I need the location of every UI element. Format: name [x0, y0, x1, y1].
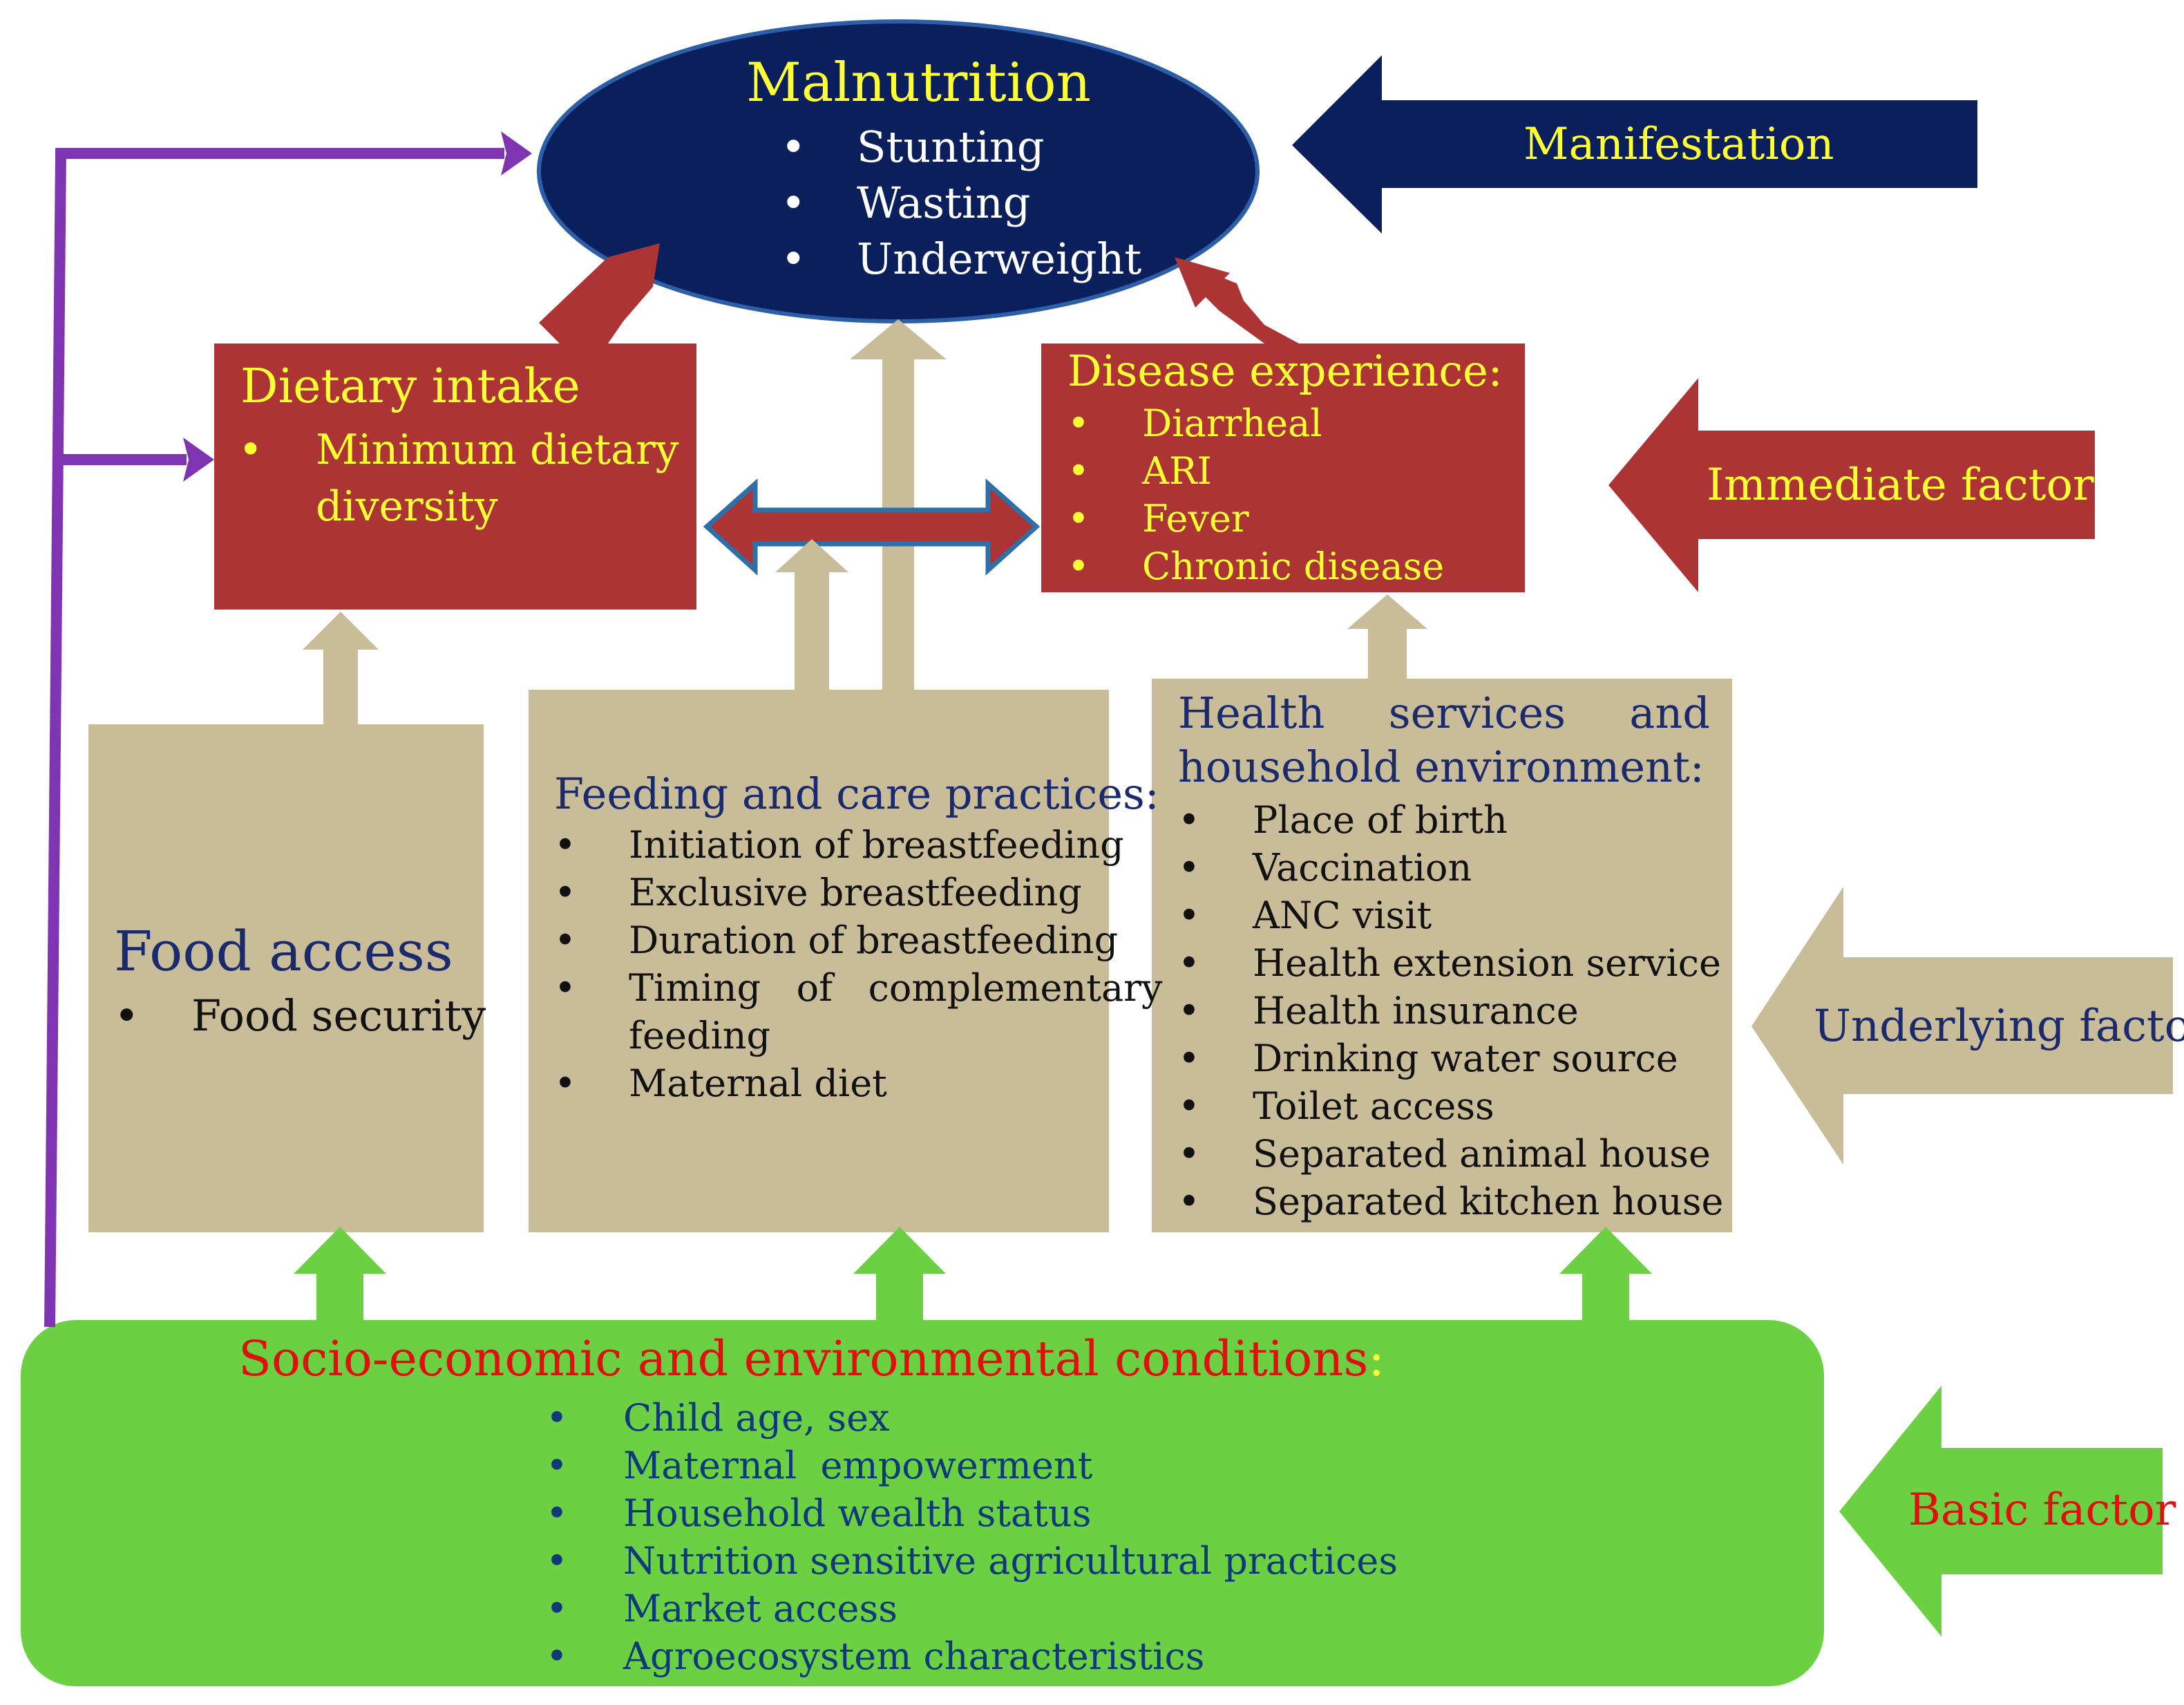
list-item: •Separated kitchen house: [1178, 1180, 1724, 1223]
basic-title-colon: :: [1368, 1330, 1385, 1387]
dietary-intake-list: •Minimum dietary diversity: [238, 422, 679, 535]
dietary-intake-title: Dietary intake: [240, 359, 580, 414]
health-title-word: services: [1388, 688, 1566, 738]
list-item: •Minimum dietary: [238, 426, 679, 474]
purple-connector-main: [44, 148, 504, 1328]
list-item: •Chronic disease: [1067, 545, 1445, 588]
list-item: •Wasting: [781, 178, 1031, 228]
food-access-box: [88, 724, 484, 1232]
arrow-basic-to-health: [1559, 1227, 1652, 1327]
food-access-title: Food access: [114, 919, 453, 983]
health-title-word: Health: [1178, 688, 1325, 738]
list-item: •Fever: [1067, 497, 1249, 540]
food-access-list: •Food security: [114, 988, 486, 1044]
list-item: feeding: [629, 1014, 771, 1057]
arrow-food-to-dietary: [303, 612, 379, 726]
dietary-intake-box: [214, 343, 696, 610]
list-item: •Nutrition sensitive agricultural practi…: [546, 1539, 1398, 1583]
list-item: •Agroecosystem characteristics: [546, 1635, 1205, 1678]
list-item: •Diarrheal: [1067, 402, 1322, 445]
basic-conditions-list: •Child age, sex •Maternal empowerment •H…: [546, 1394, 1398, 1680]
list-item: •Health extension service: [1178, 941, 1721, 985]
arrow-feeding-to-malnutrition: [850, 319, 947, 691]
arrow-feeding-to-double: [775, 539, 848, 691]
health-title-word: and: [1629, 688, 1710, 738]
list-item: •Food security: [114, 990, 486, 1041]
list-item: •Market access: [546, 1587, 898, 1630]
list-item: •Household wealth status: [546, 1491, 1092, 1535]
arrow-basic-to-feeding: [853, 1227, 946, 1327]
list-item: •Exclusive breastfeeding: [554, 871, 1082, 914]
malnutrition-list: •Stunting •Wasting •Underweight: [781, 119, 1141, 287]
health-services-title-line2: household environment:: [1178, 742, 1705, 792]
legend-manifestation-arrow: [1292, 55, 1977, 234]
arrow-dietary-to-malnutrition: [539, 243, 660, 343]
list-item: •ARI: [1067, 449, 1212, 493]
disease-experience-title: Disease experience:: [1067, 346, 1503, 396]
purple-arrowhead-dietary: [183, 437, 214, 482]
health-services-box: [1152, 679, 1732, 1232]
legend-underlying-label: Underlying factor: [1814, 1001, 2184, 1052]
disease-experience-box: [1041, 343, 1525, 592]
health-services-list: •Place of birth •Vaccination •ANC visit …: [1178, 796, 1723, 1225]
legend-basic-arrow: [1839, 1386, 2163, 1637]
legend-basic-label: Basic factor: [1908, 1485, 2176, 1536]
arrow-health-to-disease: [1347, 594, 1427, 681]
list-item: •Drinking water source: [1178, 1037, 1678, 1080]
feeding-care-title: Feeding and care practices:: [554, 769, 1159, 819]
health-services-title-line1: Health services and: [1178, 688, 1710, 738]
purple-arrowhead-malnutrition: [501, 131, 532, 176]
basic-conditions-title: Socio-economic and environmental conditi…: [238, 1330, 1385, 1387]
double-arrow-dietary-disease: [703, 478, 1041, 576]
legend-manifestation-label: Manifestation: [1523, 119, 1834, 170]
list-item: •Maternal empowerment: [546, 1444, 1093, 1487]
legend-underlying-arrow: [1751, 887, 2173, 1165]
list-item: •ANC visit: [1178, 894, 1432, 937]
list-item: diversity: [316, 482, 498, 531]
legend-immediate-label: Immediate factor: [1707, 460, 2094, 511]
malnutrition-title: Malnutrition: [746, 52, 1091, 114]
list-item: •Health insurance: [1178, 989, 1579, 1033]
list-item: •Place of birth: [1178, 798, 1508, 842]
list-item: •Duration of breastfeeding: [554, 919, 1119, 962]
list-item: •Child age, sex: [546, 1396, 890, 1440]
list-item: •Initiation of breastfeeding: [554, 823, 1124, 867]
list-item: •Maternal diet: [554, 1062, 887, 1105]
basic-conditions-box: [21, 1320, 1824, 1686]
arrow-basic-to-food: [294, 1227, 386, 1327]
list-item: •Underweight: [781, 234, 1142, 284]
list-item: •Stunting: [781, 122, 1045, 172]
basic-title-text: Socio-economic and environmental conditi…: [238, 1330, 1369, 1387]
feeding-care-box: [529, 690, 1109, 1232]
list-item: •Toilet access: [1178, 1084, 1494, 1128]
list-item: •Vaccination: [1178, 846, 1472, 889]
feeding-care-list: •Initiation of breastfeeding •Exclusive …: [554, 821, 1163, 1107]
disease-experience-list: •Diarrheal •ARI •Fever •Chronic disease: [1067, 399, 1444, 590]
list-item: •Timing of complementary: [554, 966, 1163, 1010]
arrow-disease-to-malnutrition-head: [1175, 257, 1230, 308]
list-item: •Separated animal house: [1178, 1132, 1711, 1176]
legend-immediate-arrow: [1608, 378, 2095, 592]
